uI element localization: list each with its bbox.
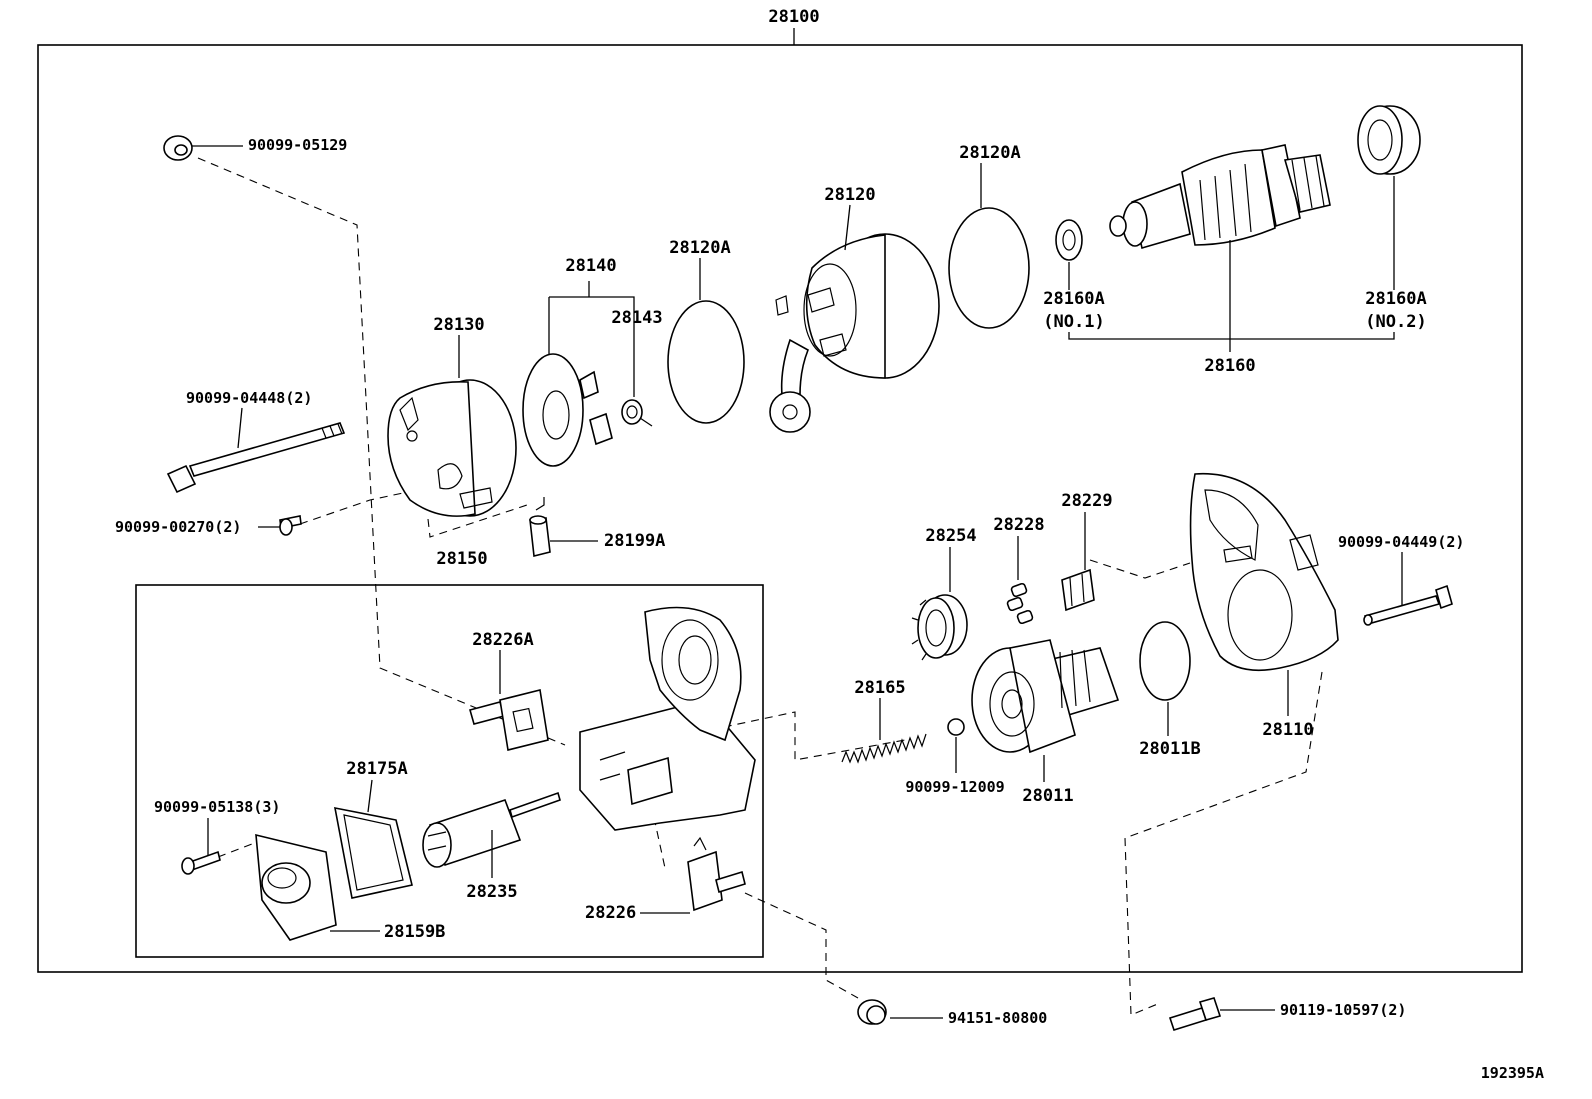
rollers-28228: [1006, 582, 1034, 625]
label-28120A-left: 28120A: [669, 238, 730, 258]
figure-id: 192395A: [1481, 1064, 1544, 1082]
o-ring-28011B: [1139, 621, 1191, 701]
label-94151-80800: 94151-80800: [948, 1009, 1047, 1027]
label-28159B: 28159B: [384, 922, 445, 942]
label-28110: 28110: [1262, 720, 1313, 740]
label-28165: 28165: [854, 678, 905, 698]
retainer-28229: [1061, 568, 1095, 612]
bolt-90099-04449: [1363, 584, 1453, 626]
label-28120A-right: 28120A: [959, 143, 1020, 163]
o-ring-28120A-left: [667, 300, 745, 424]
gear-28254: [911, 594, 968, 661]
label-28130: 28130: [433, 315, 484, 335]
label-28160: 28160: [1204, 356, 1255, 376]
label-90099-05138: 90099-05138(3): [154, 798, 280, 816]
label-28140: 28140: [565, 256, 616, 276]
label-90099-12009: 90099-12009: [905, 778, 1004, 796]
subassembly-frame: [135, 584, 764, 958]
assembly-frame: [37, 44, 1523, 973]
bolt-90119-10597: [1168, 997, 1222, 1031]
nut-90099-05129: [163, 135, 193, 161]
label-28254: 28254: [925, 526, 976, 546]
label-90099-00270: 90099-00270(2): [115, 518, 241, 536]
end-frame-28130: [387, 379, 517, 517]
brush-holder-28140: [522, 353, 613, 467]
spring-28143: [621, 399, 653, 427]
label-28011B: 28011B: [1139, 739, 1200, 759]
label-90119-10597: 90119-10597(2): [1280, 1001, 1406, 1019]
label-28175A: 28175A: [346, 759, 407, 779]
spring-28165: [841, 733, 927, 764]
label-28229: 28229: [1061, 491, 1112, 511]
label-28235: 28235: [466, 882, 517, 902]
assembly-label: 28100: [768, 7, 819, 27]
label-28160A-no2-note: (NO.2): [1365, 312, 1426, 332]
bearing-28160A-no2: [1357, 105, 1421, 175]
o-ring-28120A-right: [948, 207, 1030, 329]
label-90099-05129: 90099-05129: [248, 136, 347, 154]
plunger-28235: [422, 791, 561, 868]
label-90099-04448: 90099-04448(2): [186, 389, 312, 407]
bushing-28199A: [529, 497, 551, 557]
label-28199A: 28199A: [604, 531, 665, 551]
label-28120: 28120: [824, 185, 875, 205]
bolt-90099-05138: [181, 850, 221, 875]
label-28160A-no1-note: (NO.1): [1043, 312, 1104, 332]
armature-28160: [1109, 144, 1331, 250]
through-bolt-90099-04448: [166, 422, 346, 494]
label-28226: 28226: [585, 903, 636, 923]
label-28143: 28143: [611, 308, 662, 328]
label-90099-04449: 90099-04449(2): [1338, 533, 1464, 551]
bearing-28160A-no1: [1055, 219, 1083, 261]
subassembly-label: 28150: [436, 549, 487, 569]
field-frame-28120: [769, 233, 940, 433]
housing-28110: [1189, 472, 1339, 672]
solenoid-housing: [579, 606, 756, 831]
label-28226A: 28226A: [472, 630, 533, 650]
clutch-28011: [971, 639, 1120, 754]
terminal-28226A: [469, 689, 549, 751]
terminal-28226: [687, 836, 746, 912]
label-28160A-no1: 28160A: [1043, 289, 1104, 309]
label-28160A-no2: 28160A: [1365, 289, 1426, 309]
cover-28159B: [255, 833, 337, 941]
label-28228: 28228: [993, 515, 1044, 535]
nut-94151-80800: [857, 999, 887, 1025]
ball-90099-12009: [947, 718, 965, 736]
gasket-28175A: [333, 806, 413, 899]
screw-90099-00270: [279, 515, 302, 536]
label-28011: 28011: [1022, 786, 1073, 806]
